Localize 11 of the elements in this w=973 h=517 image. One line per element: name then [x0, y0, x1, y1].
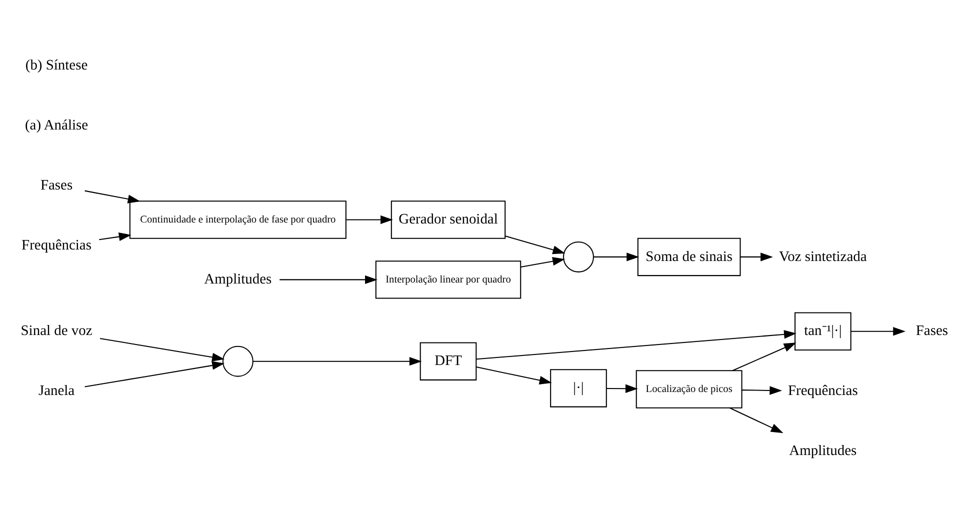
node-text: Frequências: [22, 237, 92, 254]
node-text: Fases: [916, 323, 948, 340]
node-text: Frequências: [788, 383, 858, 400]
node-text: Fases: [40, 177, 73, 194]
node-text: Amplitudes: [789, 443, 857, 460]
label: (b) Síntese: [25, 58, 88, 74]
node-text: Sinal de voz: [20, 323, 92, 340]
label: (a) Análise: [24, 118, 88, 134]
node-text: Amplitudes: [204, 272, 272, 288]
node-text: Janela: [38, 383, 75, 400]
node-text: Voz sintetizada: [779, 248, 867, 265]
